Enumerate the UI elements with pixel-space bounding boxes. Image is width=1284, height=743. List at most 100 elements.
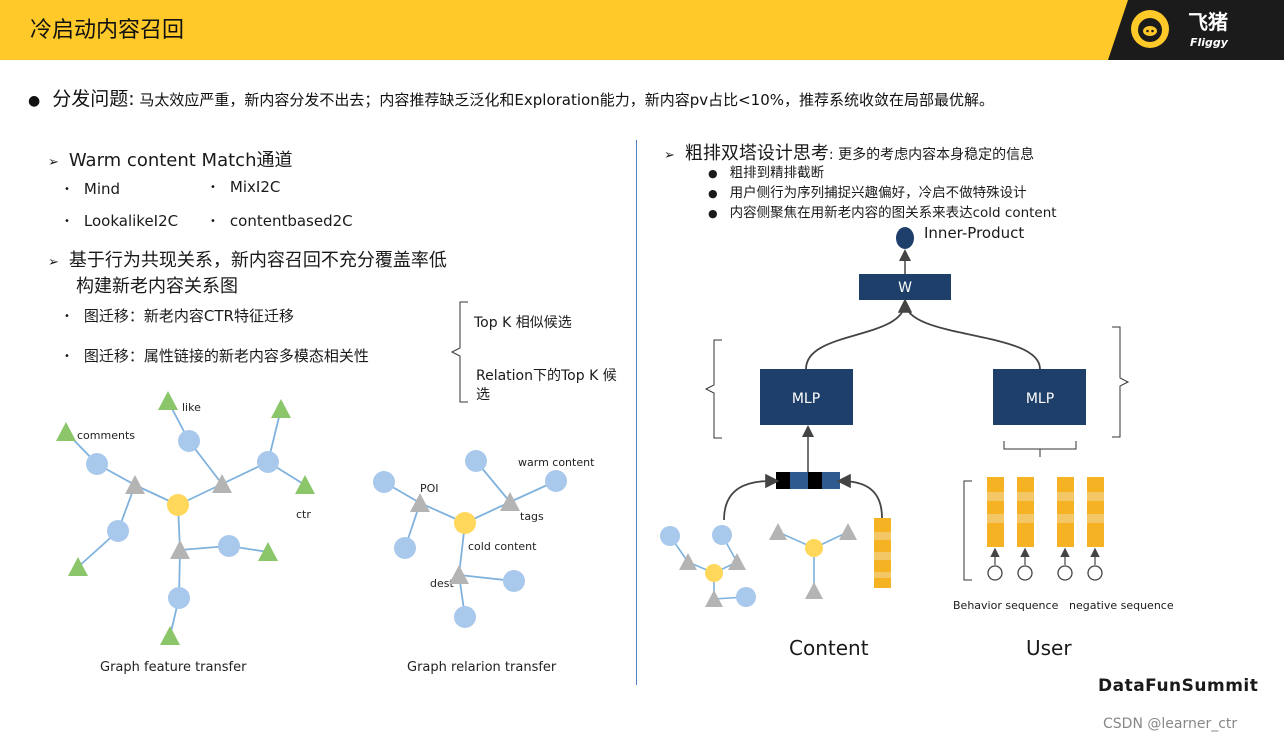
list-item-label: LookalikeI2C [83, 212, 179, 230]
attr-triangle [805, 582, 823, 599]
list-item-contentbased: • contentbased2C [210, 212, 353, 230]
graph-node [218, 535, 240, 557]
graph1-label-ctr: ctr [296, 508, 311, 521]
bullet-dot-icon: • [64, 351, 70, 362]
attr-triangle [212, 474, 232, 493]
csdn-watermark: CSDN @learner_ctr [1103, 716, 1238, 732]
leaf-triangle [158, 391, 178, 410]
attr-triangle [125, 475, 145, 494]
right-bullet-2: ● 用户侧行为序列捕捉兴趣偏好，冷启不做特殊设计 [708, 181, 1027, 201]
right-heading: ➢ 粗排双塔设计思考: 更多的考虑内容本身稳定的信息 [664, 139, 1034, 165]
graph-node [712, 525, 732, 545]
right-title: 粗排双塔设计思考 [684, 143, 829, 164]
bullet-dot-icon: • [210, 216, 216, 227]
brace-note-relation-line2: 选 [476, 387, 490, 403]
attr-triangle [839, 523, 857, 540]
arrow-marker-icon: ➢ [664, 148, 675, 163]
bullet-dot-icon: ● [708, 207, 718, 220]
bullet-dot-icon: ● [708, 187, 718, 200]
graph2-label-tags: tags [520, 510, 544, 523]
right-bullet-3: ● 内容侧聚焦在用新老内容的图关系来表达cold content [708, 201, 1057, 221]
slide-title: 冷启动内容召回 [30, 18, 185, 43]
w-box [859, 274, 951, 300]
embedding-cell [776, 472, 790, 489]
attr-triangle [500, 492, 520, 511]
list-item-mind: • Mind [64, 180, 120, 198]
graph-node [660, 526, 680, 546]
graph2-nodes [373, 450, 567, 628]
right-subtitle: : 更多的考虑内容本身稳定的信息 [828, 147, 1035, 163]
graph1-nodes [56, 391, 315, 645]
attr-triangle [679, 553, 697, 570]
graph-node [373, 471, 395, 493]
attr-triangle [449, 565, 469, 584]
center-node [805, 539, 823, 557]
bullet-dot-icon: • [64, 216, 70, 227]
graph2-label-warm: warm content [518, 456, 595, 469]
graph-node [465, 450, 487, 472]
logo-en-text: Fliggy [1190, 36, 1229, 49]
user-sequences [987, 477, 1104, 581]
list-item-mixi2c: • MixI2C [210, 178, 280, 196]
center-node [454, 512, 476, 534]
leaf-triangle [258, 542, 278, 561]
list-item-label: contentbased2C [229, 212, 353, 230]
leaf-triangle [68, 557, 88, 576]
right-bullet-label: 粗排到精排截断 [729, 165, 825, 181]
leaf-triangle [56, 422, 76, 441]
graph2-caption: Graph relarion transfer [407, 660, 557, 675]
right-bullet-label: 用户侧行为序列捕捉兴趣偏好，冷启不做特殊设计 [729, 185, 1027, 201]
mlp-user-box [993, 369, 1086, 425]
fliggy-logo: 飞猪 Fliggy [1100, 0, 1284, 60]
w-label: W [898, 280, 912, 296]
headline: ●分发问题: 马太效应严重，新内容分发不出去；内容推荐缺乏泛化和Explorat… [28, 84, 994, 111]
leaf-triangle [271, 399, 291, 418]
attr-triangle [170, 540, 190, 559]
list-item-label: 图迁移：新老内容CTR特征迁移 [83, 307, 294, 325]
inner-product-node [896, 227, 914, 249]
behavior-sequence-label: Behavior sequence [953, 599, 1059, 612]
mlp-content-box [760, 369, 853, 425]
headline-lead: 分发问题: [52, 88, 135, 110]
user-label: User [1026, 636, 1072, 660]
bullet-dot-icon: • [64, 311, 70, 322]
arrow-marker-icon: ➢ [48, 155, 59, 170]
list-item-label: 图迁移：属性链接的新老内容多模态相关性 [83, 347, 369, 365]
content-feature-column [874, 518, 891, 588]
pig-logo-icon: 飞猪 Fliggy [1108, 0, 1284, 60]
attr-triangle [728, 553, 746, 570]
leaf-triangle [160, 626, 180, 645]
headline-text: 马太效应严重，新内容分发不出去；内容推荐缺乏泛化和Exploration能力，新… [134, 91, 995, 109]
graph1-label-comments: comments [77, 429, 135, 442]
graph-node [503, 570, 525, 592]
list-item-label: MixI2C [229, 178, 281, 196]
graph-node [545, 470, 567, 492]
list-item-lookalike: • LookalikeI2C [64, 212, 178, 230]
graph-node [257, 451, 279, 473]
negative-sequence-label: negative sequence [1069, 599, 1174, 612]
graph-node [736, 587, 756, 607]
graph-node [168, 587, 190, 609]
bullet-dot-icon: • [64, 184, 70, 195]
right-bullet-label: 内容侧聚焦在用新老内容的图关系来表达cold content [729, 205, 1057, 221]
list-item-label: Mind [83, 180, 121, 198]
brace-note-topk: Top K 相似候选 [474, 315, 572, 331]
brace-note-relation-line1: Relation下的Top K 候 [476, 368, 617, 384]
attr-triangle [769, 523, 787, 540]
graph-node [178, 430, 200, 452]
content-label: Content [789, 636, 869, 660]
graph1-caption: Graph feature transfer [100, 660, 247, 675]
bullet-dot-icon: • [210, 182, 216, 193]
column-divider [636, 140, 637, 685]
graph2-label-poi: POI [420, 482, 439, 495]
section2-title-line2: 构建新老内容关系图 [76, 276, 238, 297]
header-bar: 冷启动内容召回 飞猪 Fliggy [0, 0, 1284, 60]
mlp-content-label: MLP [792, 391, 820, 407]
section2-heading: ➢基于行为共现关系，新内容召回不充分覆盖率低 [48, 246, 447, 272]
section1-heading: ➢Warm content Match通道 [48, 146, 292, 172]
graph-node [394, 537, 416, 559]
graph2-label-dest: dest [430, 577, 454, 590]
center-node [167, 494, 189, 516]
attr-triangle [705, 590, 723, 607]
